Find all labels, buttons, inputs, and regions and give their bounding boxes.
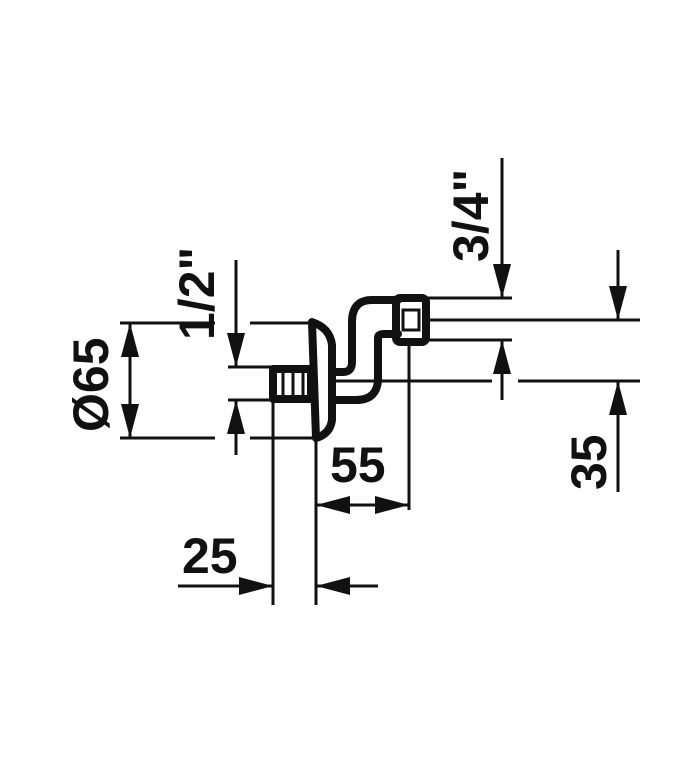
dimension-height: 35 [561,250,627,492]
extension-lines [120,296,640,605]
label-height: 35 [561,434,617,490]
label-depth: 25 [182,528,238,584]
dimension-offset: 55 [316,437,409,514]
dimension-diameter: Ø65 [63,323,139,438]
dimension-depth: 25 [178,528,378,595]
offset-pipe-inner [328,330,402,404]
label-offset: 55 [330,437,386,493]
outlet-nut-face [401,308,421,332]
inlet-thread-lines [281,366,305,402]
dimension-inlet-thread: 1/2" [169,247,245,455]
label-diameter: Ø65 [63,337,119,432]
rosette-flange [308,318,336,442]
fitting-outline [269,294,430,442]
label-inlet-thread: 1/2" [169,247,225,340]
offset-pipe [328,296,402,376]
label-outlet-thread: 3/4" [443,169,499,262]
dimension-outlet-thread: 3/4" [443,158,511,400]
